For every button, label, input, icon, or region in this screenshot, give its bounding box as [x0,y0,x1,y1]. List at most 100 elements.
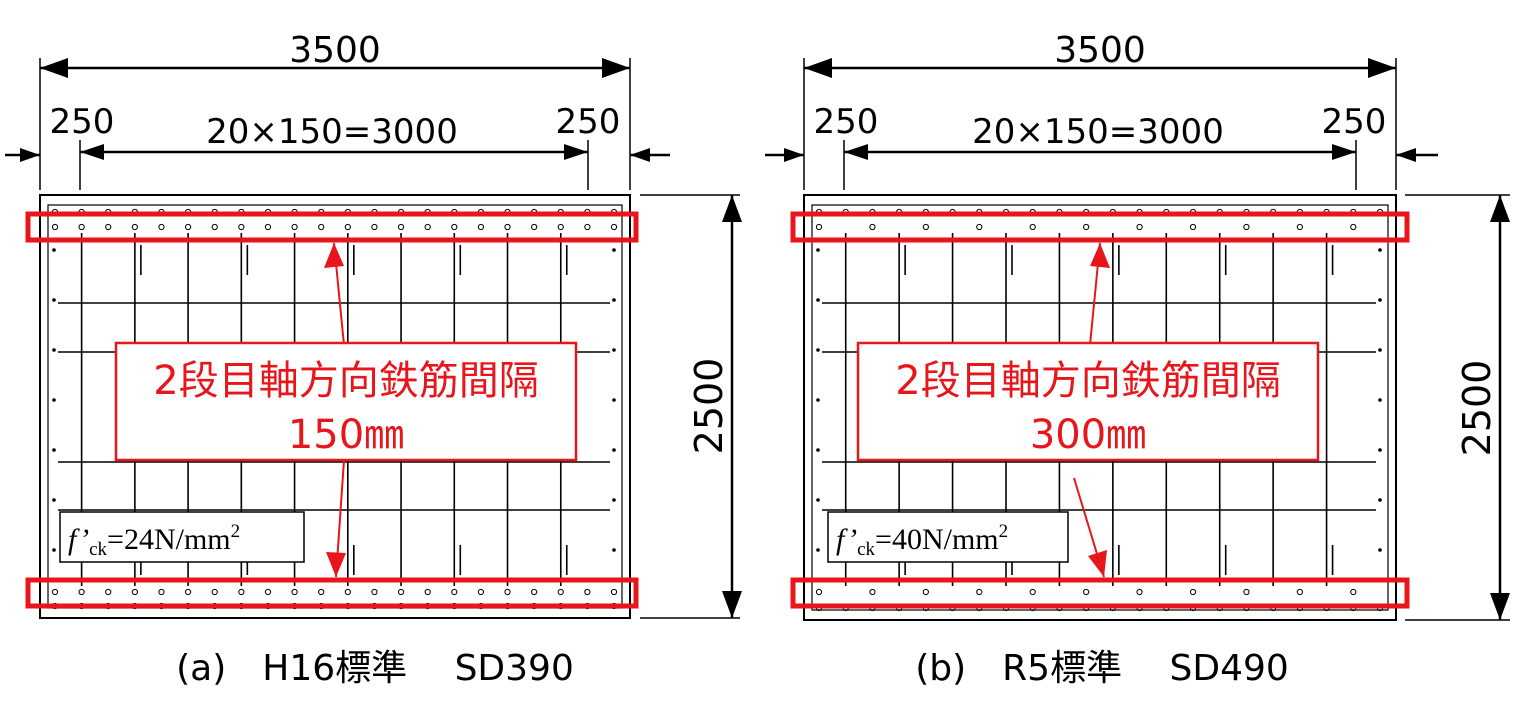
section-outer-outline [39,194,631,619]
rebar-dot [1029,223,1036,231]
rebar-dot [52,248,56,252]
dimension-arrowhead [1332,144,1356,160]
rebar-dot [1378,398,1382,402]
cover-right-label: 250 [556,102,621,142]
rebar-dot [815,588,823,596]
bottom-second-layer-highlight [25,577,639,609]
rebar-dot [105,588,112,596]
rebar-dot [238,223,245,231]
fck-symbol: f’ [68,523,89,556]
rebar-dot [1296,223,1303,231]
panel-caption: (a) H16標準 SD390 [176,648,574,689]
rebar-dot [1378,448,1382,452]
rebar-dot [1378,298,1382,302]
rebar-dot [1029,588,1036,596]
rebar-dot [557,223,564,231]
rebar-dot [922,588,929,596]
rebar-dot [131,588,138,596]
concrete-strength-label: f’ck=24N/mm2 [68,521,240,560]
rebar-dot [1350,588,1357,596]
cover-left-label: 250 [50,102,115,142]
callout-spacing-value: 150㎜ [288,412,404,458]
rebar-dot [1083,223,1090,231]
rebar-dot [264,223,272,231]
overall-width-label: 3500 [1054,30,1146,71]
rebar-dot [584,588,591,596]
concrete-strength-box [59,511,305,563]
rebar-dot [184,223,192,231]
rebar-dot [318,223,325,231]
panel-a: 3500 20×150=3000 250 250 2500 [5,30,742,689]
dimension-arrowhead [1396,148,1416,162]
rebar-dot [52,498,56,502]
overall-width-label: 3500 [289,30,381,71]
height-label: 2500 [1455,360,1499,457]
height-label: 2500 [687,358,731,455]
rebar-dot [158,588,165,596]
rebar-dot [1378,498,1382,502]
concrete-strength-label: f’ck=40N/mm2 [836,521,1008,560]
rebar-dot [318,588,325,596]
rebar-dot [371,588,378,596]
cover-right-label: 250 [1322,102,1387,142]
rebar-dot [1378,348,1382,352]
rebar-dot [344,223,351,231]
fck-superscript: 2 [999,521,1009,542]
rebar-dot [52,298,56,302]
callout-spacing-value: 300㎜ [1030,412,1146,458]
callout-box [114,341,578,462]
rebar-dot [584,223,591,231]
rebar-dot [816,548,820,552]
top-second-layer-highlight [25,211,639,243]
rebar-dot [51,223,59,231]
rebar-dot [816,348,820,352]
dimension-arrowhead [844,144,868,160]
rebar-dot [816,248,820,252]
rebar-dot [78,588,85,596]
rebar-dot [1378,248,1382,252]
dimension-arrowhead [1490,593,1510,620]
rebar-dot [291,223,298,231]
rebar-dot [158,223,165,231]
rebar-dot [451,223,458,231]
fck-symbol: f’ [836,523,857,556]
rebar-dot [344,588,351,596]
callout-arrowhead [324,243,344,268]
rebar-dot [424,223,431,231]
rebar-dot [51,588,59,596]
rebar-dot [184,588,192,596]
top-second-layer-highlight [790,211,1410,243]
rebar-dot [1243,588,1250,596]
rebar-dot [105,223,112,231]
panel-b: 3500 20×150=3000 250 250 2500 2段目軸方向鉄筋間隔… [765,30,1510,689]
rebar-dot [371,223,378,231]
dimension-arrowhead [20,148,40,162]
rebar-dot [531,588,538,596]
rebar-dot [1083,588,1090,596]
rebar-dot [504,223,511,231]
callout-title: 2段目軸方向鉄筋間隔 [895,358,1280,404]
rebar-dot [397,588,405,596]
rebar-dot [869,588,876,596]
rebar-dot [612,548,616,552]
rebar-dot [1136,588,1143,596]
rebar-dot [397,223,405,231]
fck-value: =24N/mm [107,523,231,556]
dimension-arrowhead [630,148,650,162]
rebar-dot [557,588,564,596]
rebar-dot [52,548,56,552]
rebar-dot [1296,588,1303,596]
rebar-dot [52,398,56,402]
rebar-dot [612,498,616,502]
concrete-strength-box [827,511,1069,563]
rebar-dot [816,448,820,452]
callout-box [856,341,1320,462]
fck-value: =40N/mm [875,523,999,556]
fck-subscript: ck [89,539,107,560]
rebar-dot [976,223,983,231]
rebar-dot [424,588,431,596]
rebar-dot [531,223,538,231]
rebar-dot [1243,223,1250,231]
dimension-arrowhead [80,144,104,160]
